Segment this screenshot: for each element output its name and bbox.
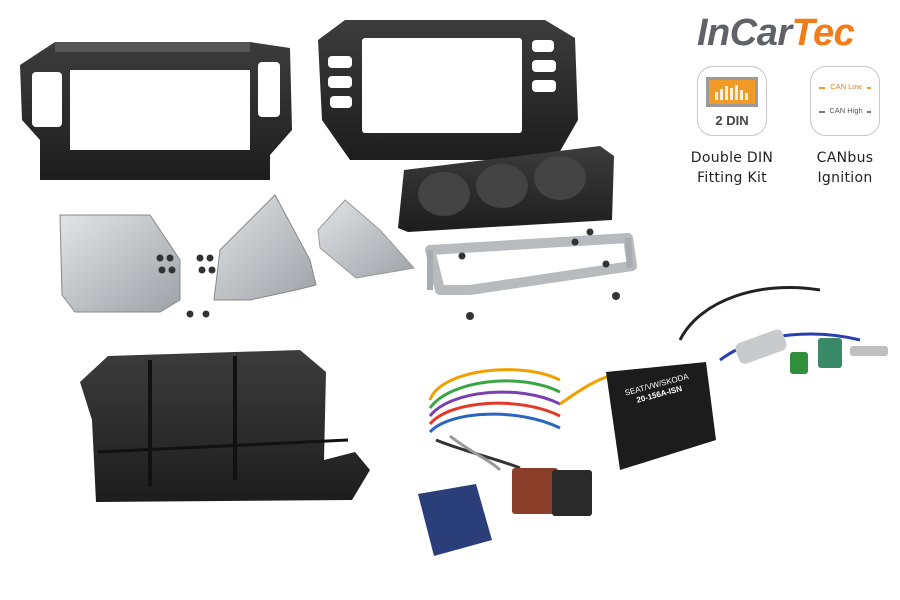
climate-control-fascia (398, 146, 614, 232)
double-din-label: 2 DIN (715, 113, 749, 128)
rear-fitting-cage (20, 42, 292, 180)
canbus-caption: CANbus Ignition (790, 148, 900, 188)
equalizer-icon (715, 85, 748, 100)
double-din-badge: 2 DIN (697, 66, 767, 136)
harness-connectors (418, 329, 888, 556)
double-din-caption-line2: Fitting Kit (697, 170, 767, 186)
double-din-caption-line1: Double DIN (690, 150, 774, 166)
storage-pocket (80, 350, 370, 502)
can-low-label: CAN Low (825, 82, 867, 91)
canbus-caption-line1: CANbus (816, 150, 874, 166)
mounting-brackets (59, 194, 637, 313)
wiring-harness (428, 285, 861, 472)
front-fascia-panel (318, 20, 578, 160)
screws (156, 228, 620, 320)
double-din-icon (706, 77, 758, 107)
brand-logo-part3: Tec (791, 12, 855, 54)
brand-logo: InCarTec (697, 10, 887, 56)
brand-logo-part2: Car (729, 12, 792, 54)
brand-logo-part1: In (697, 12, 730, 54)
can-high-label: CAN High (825, 106, 867, 115)
double-din-caption: Double DIN Fitting Kit (677, 148, 787, 188)
canbus-caption-line2: Ignition (817, 170, 873, 186)
canbus-badge: CAN Low CAN High (810, 66, 880, 136)
